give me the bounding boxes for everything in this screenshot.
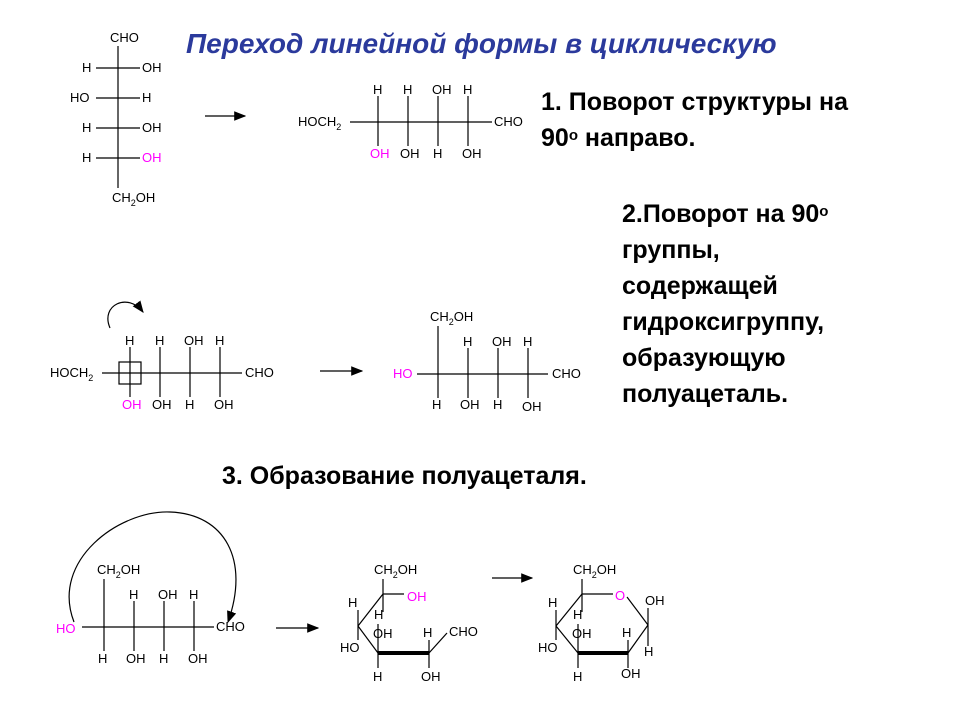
label-h: H [155, 333, 164, 348]
label-hoch2: HOCH2 [298, 114, 341, 132]
label-h: H [98, 651, 107, 666]
horizontal-chain-3: CH2OH HO CHO H OH H H OH H OH [393, 309, 581, 414]
step-1-line-2: 90o направо. [541, 124, 696, 152]
label-cho: CHO [552, 366, 581, 381]
label-ho: HO [70, 90, 90, 105]
label-oh-highlight: OH [122, 397, 142, 412]
label-oh: OH [421, 669, 441, 684]
step-3-text: 3. Образование полуацеталя. [222, 462, 587, 490]
label-ho-highlight: HO [56, 621, 76, 636]
step-1-line-1: 1. Поворот структуры на [541, 88, 848, 116]
label-oh: OH [142, 60, 162, 75]
step-1-text: 1. Поворот структуры на 90o направо. [541, 84, 848, 156]
label-ch2oh: CH2OH [112, 190, 155, 208]
label-h: H [432, 397, 441, 412]
label-h: H [82, 60, 91, 75]
label-h: H [125, 333, 134, 348]
label-h: H [189, 587, 198, 602]
cyclization-arrow [68, 511, 237, 624]
label-oh: OH [142, 120, 162, 135]
horizontal-chain-2: HOCH2 CHO H H OH H OH OH H OH [50, 300, 274, 412]
label-h: H [348, 595, 357, 610]
label-cho: CHO [216, 619, 245, 634]
label-oh-anomeric: OH [645, 593, 665, 608]
step-2-line: образующую [622, 344, 786, 372]
label-cho: CHO [494, 114, 523, 129]
label-h: H [493, 397, 502, 412]
label-hoch2: HOCH2 [50, 365, 93, 383]
label-oh: OH [621, 666, 641, 681]
rotation-arrow [107, 300, 144, 329]
label-h: H [82, 150, 91, 165]
label-h: H [159, 651, 168, 666]
label-oh: OH [158, 587, 178, 602]
label-oh: OH [492, 334, 512, 349]
step-2-line-1: 2.Поворот на 90o [622, 200, 829, 228]
label-ch2oh: CH2OH [430, 309, 473, 327]
label-h: H [433, 146, 442, 161]
label-cho: CHO [110, 30, 139, 45]
label-h: H [622, 625, 631, 640]
label-ho: HO [340, 640, 360, 655]
step-2-line: полуацеталь. [622, 380, 789, 408]
label-ho: HO [538, 640, 558, 655]
label-h: H [573, 669, 582, 684]
slide-title: Переход линейной формы в циклическую [186, 28, 777, 59]
label-h: H [644, 644, 653, 659]
haworth-open: CH2OH OH H H OH HO H CHO H OH [340, 562, 478, 684]
label-h: H [82, 120, 91, 135]
label-oh: OH [188, 651, 208, 666]
label-ho-highlight: HO [393, 366, 413, 381]
label-h: H [423, 625, 432, 640]
label-h: H [373, 82, 382, 97]
label-oh: OH [460, 397, 480, 412]
label-cho: CHO [449, 624, 478, 639]
step-2-text: 2.Поворот на 90o группы, содержащей гидр… [622, 196, 922, 412]
label-oh-highlight: OH [407, 589, 427, 604]
label-oh-highlight: OH [370, 146, 390, 161]
label-h: H [373, 669, 382, 684]
label-h: H [463, 82, 472, 97]
label-oh: OH [214, 397, 234, 412]
step-2-line: гидроксигруппу, [622, 308, 825, 336]
label-h: H [403, 82, 412, 97]
label-h: H [185, 397, 194, 412]
horizontal-chain-4: CH2OH HO CHO H OH H H OH H OH [56, 511, 245, 666]
label-h: H [523, 334, 532, 349]
label-h: H [463, 334, 472, 349]
label-oh: OH [152, 397, 172, 412]
label-oh-highlight: OH [142, 150, 162, 165]
label-h: H [374, 607, 383, 622]
label-h: H [573, 607, 582, 622]
label-ch2oh: CH2OH [97, 562, 140, 580]
label-h: H [129, 587, 138, 602]
label-ch2oh: CH2OH [374, 562, 417, 580]
label-h: H [548, 595, 557, 610]
label-oh: OH [400, 146, 420, 161]
label-oh: OH [572, 626, 592, 641]
horizontal-chain-1: HOCH2 CHO H H OH H OH OH H OH [298, 82, 523, 161]
step-2-line: содержащей [622, 272, 778, 300]
label-h: H [142, 90, 151, 105]
label-cho: CHO [245, 365, 274, 380]
haworth-closed: CH2OH O OH H H OH HO H H H OH [538, 562, 665, 684]
label-oh: OH [184, 333, 204, 348]
label-ch2oh: CH2OH [573, 562, 616, 580]
label-oh: OH [432, 82, 452, 97]
label-h: H [215, 333, 224, 348]
step-2-line: группы, [622, 236, 720, 264]
fischer-projection: CHO H OH HO H H OH H OH CH2OH [70, 30, 162, 208]
label-oh: OH [462, 146, 482, 161]
label-oh: OH [126, 651, 146, 666]
label-oh: OH [373, 626, 393, 641]
label-oh: OH [522, 399, 542, 414]
label-ring-oxygen: O [615, 588, 625, 603]
